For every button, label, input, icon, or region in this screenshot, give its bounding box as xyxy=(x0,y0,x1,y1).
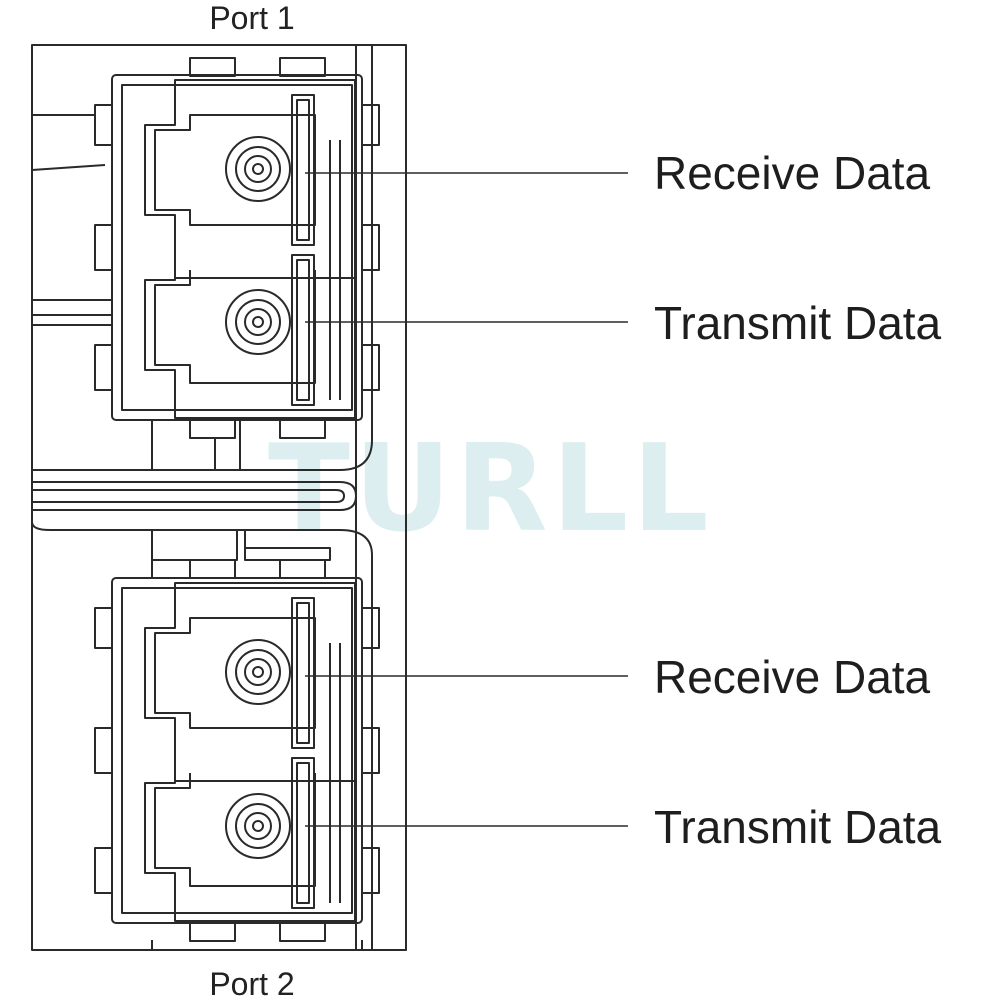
latch-bar-inner xyxy=(32,489,345,503)
port2-cage-strips xyxy=(151,530,246,578)
port1-cage-detail xyxy=(31,114,106,171)
port2-cage xyxy=(31,521,373,950)
port2-transmit-label: Transmit Data xyxy=(654,801,942,853)
port1-transmit-label: Transmit Data xyxy=(654,297,942,349)
port1-receive-label: Receive Data xyxy=(654,147,931,199)
housing-outline xyxy=(31,44,407,951)
port1-cage xyxy=(32,45,373,471)
port2-title: Port 2 xyxy=(209,966,295,1002)
port1-rails xyxy=(32,299,112,326)
port2-receive-label: Receive Data xyxy=(654,651,931,703)
latch-bar xyxy=(32,481,357,511)
port1-module xyxy=(94,57,380,439)
port2-module xyxy=(94,529,380,942)
port1-cage-strips xyxy=(151,420,241,470)
port1-title: Port 1 xyxy=(209,0,295,36)
port2-bottom-strips xyxy=(151,940,363,950)
